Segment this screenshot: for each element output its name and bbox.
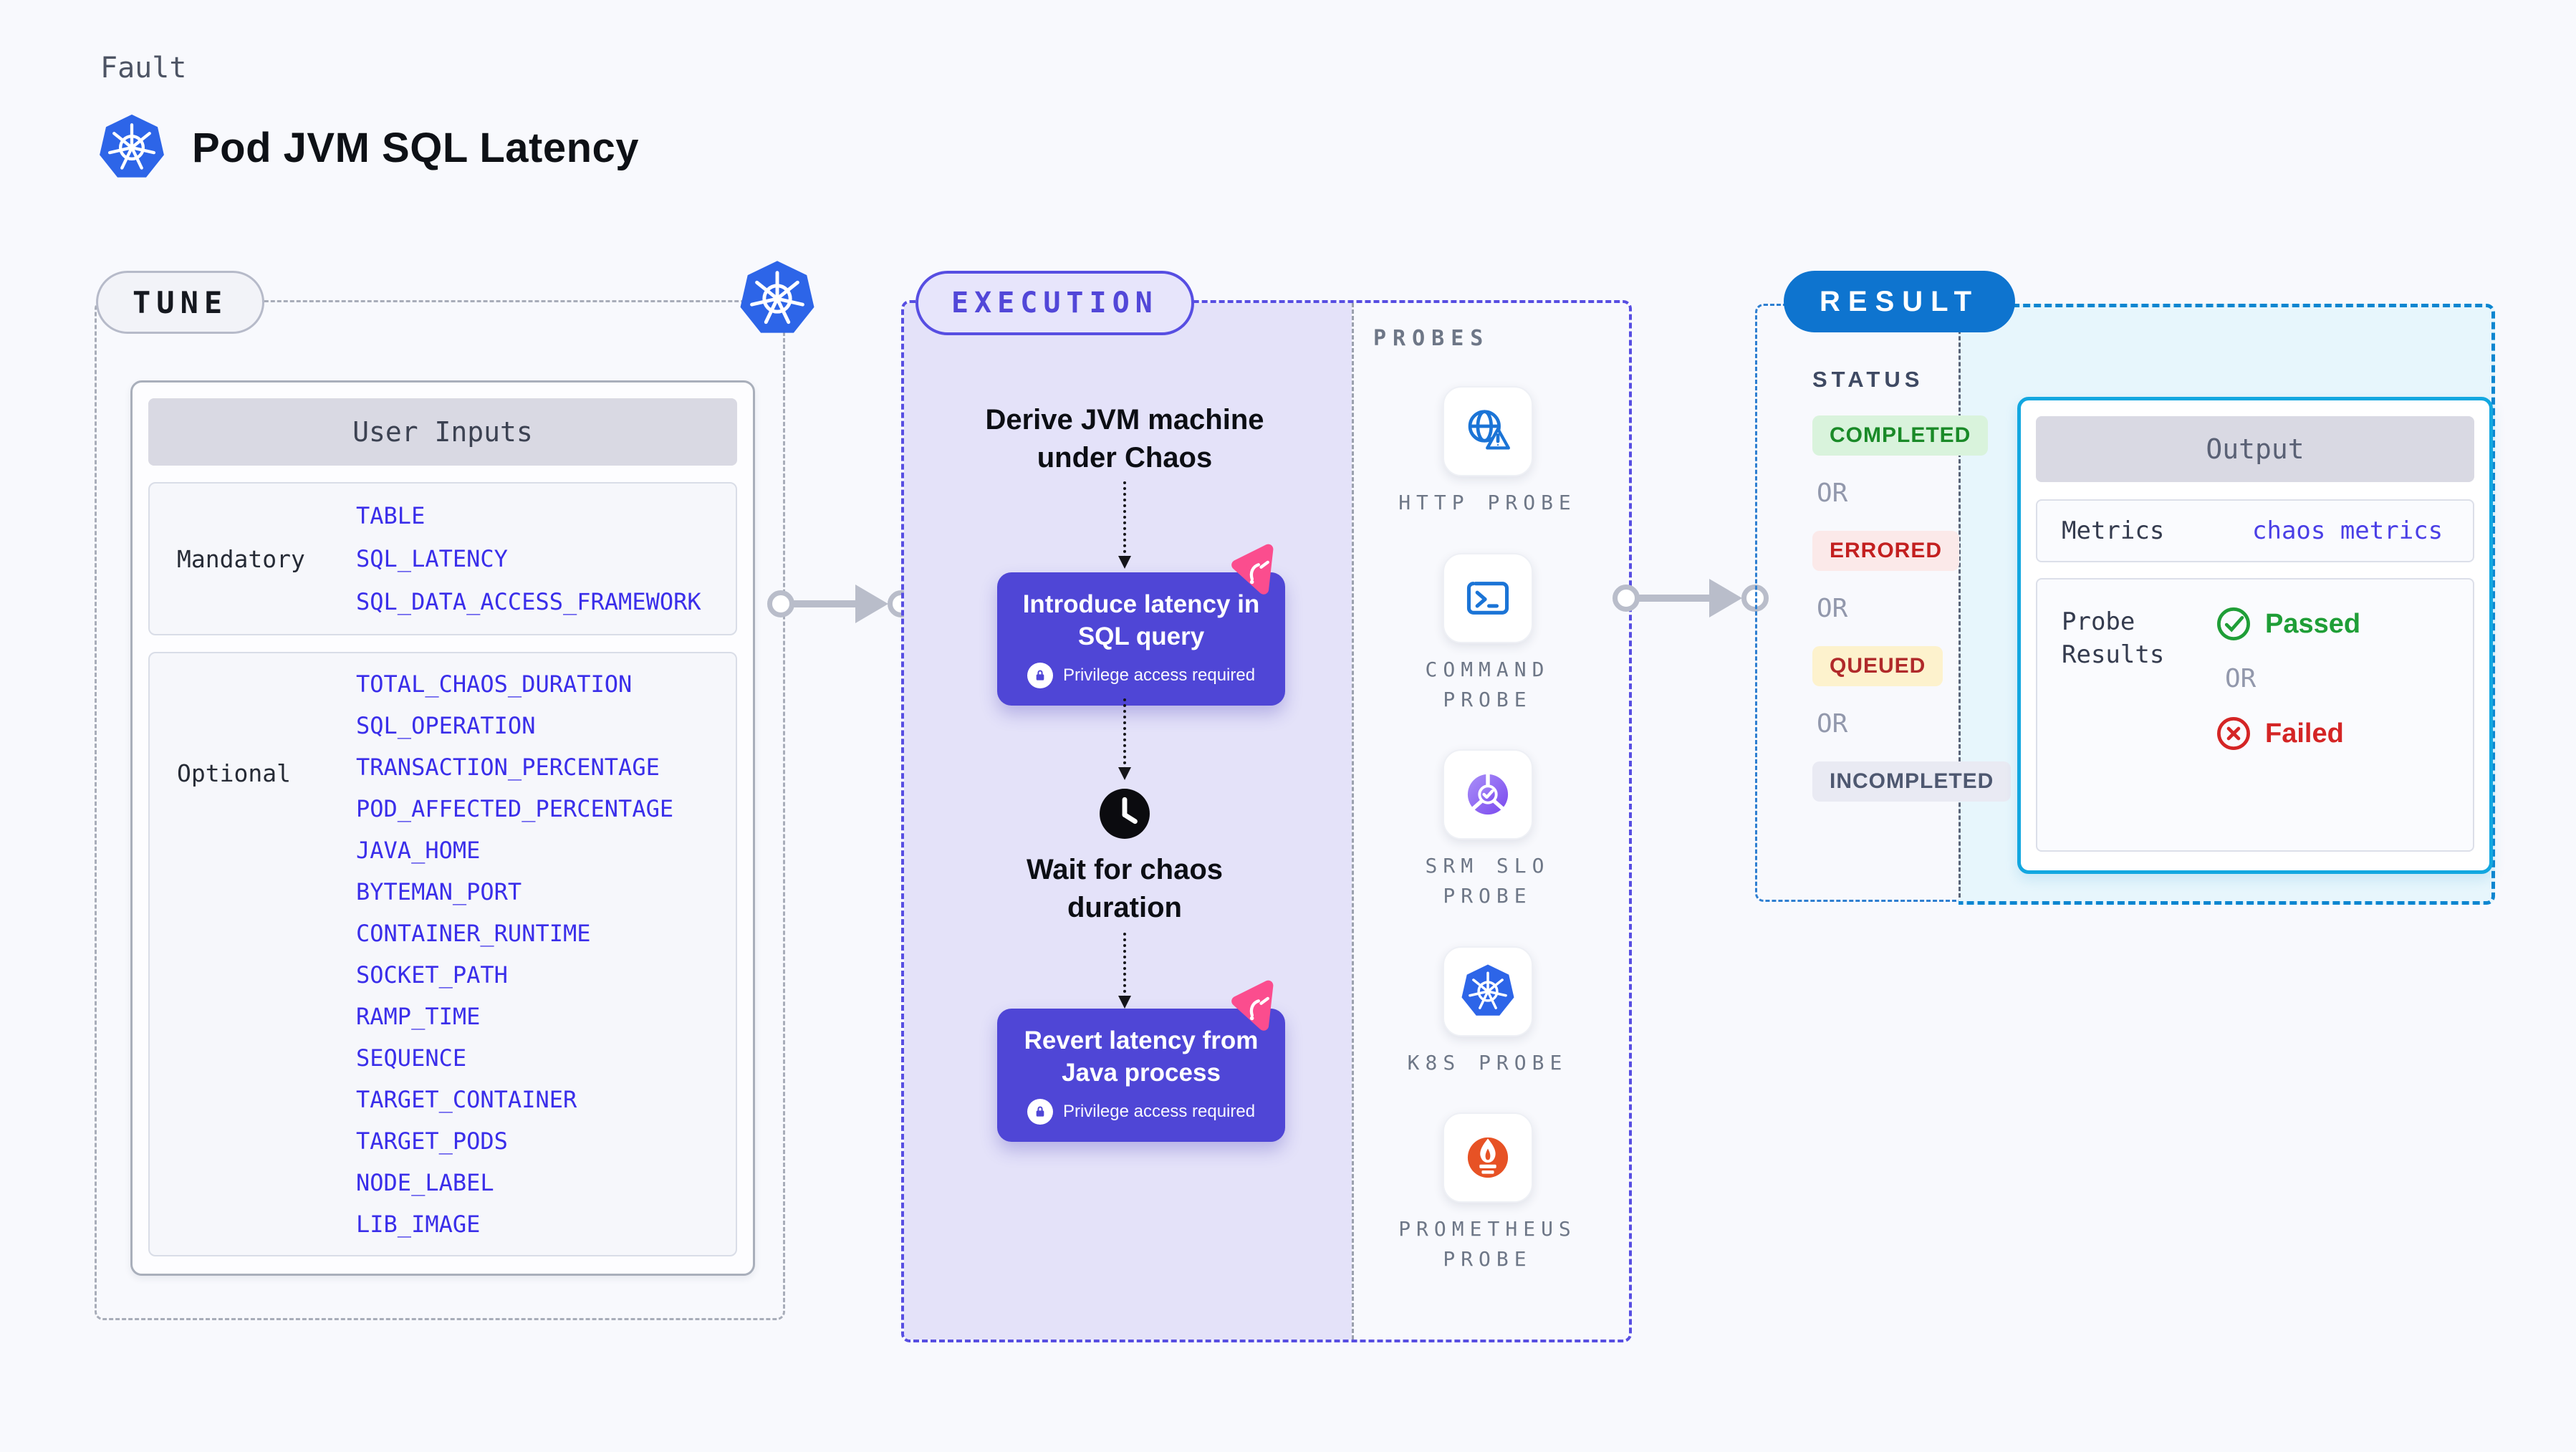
param-item: NODE_LABEL bbox=[356, 1169, 494, 1196]
revert-latency-text: Revert latency from Java process bbox=[1024, 1027, 1259, 1087]
status-list: COMPLETED OR ERRORED OR QUEUED OR INCOMP… bbox=[1812, 415, 2012, 802]
result-badge: RESULT bbox=[1784, 271, 2016, 332]
or-separator: OR bbox=[1817, 594, 1848, 623]
kubernetes-icon bbox=[1442, 946, 1533, 1037]
failed-label: Failed bbox=[2265, 718, 2344, 749]
user-inputs-title: User Inputs bbox=[148, 398, 737, 466]
status-badge-errored: ERRORED bbox=[1812, 531, 1960, 571]
param-item: TOTAL_CHAOS_DURATION bbox=[356, 670, 633, 698]
privilege-row: Privilege access required bbox=[1010, 663, 1272, 688]
probe-results-values: Passed OR Failed bbox=[2215, 605, 2360, 850]
privilege-text: Privilege access required bbox=[1062, 665, 1256, 685]
optional-param-list: TOTAL_CHAOS_DURATION SQL_OPERATION TRANSAC… bbox=[356, 653, 673, 1255]
param-item: POD_AFFECTED_PERCENTAGE bbox=[356, 795, 674, 822]
tune-section-box bbox=[95, 300, 785, 1320]
status-badge-queued: QUEUED bbox=[1812, 646, 1943, 686]
mandatory-param-list: TABLE SQL_LATENCY SQL_DATA_ACCESS_FRAMEWOR… bbox=[356, 484, 701, 634]
param-item: TARGET_PODS bbox=[356, 1128, 508, 1155]
param-item: SQL_LATENCY bbox=[356, 545, 508, 572]
fault-kicker: Fault bbox=[100, 52, 187, 85]
probes-heading: PROBES bbox=[1373, 326, 1490, 351]
param-item: LIB_IMAGE bbox=[356, 1211, 481, 1238]
param-item: SQL_DATA_ACCESS_FRAMEWORK bbox=[356, 588, 701, 615]
tune-to-execution-arrow bbox=[767, 585, 915, 623]
lock-icon bbox=[1027, 663, 1053, 688]
mandatory-label: Mandatory bbox=[177, 544, 305, 573]
status-heading: STATUS bbox=[1812, 367, 1924, 392]
execution-badge: EXECUTION bbox=[915, 271, 1194, 335]
param-item: JAVA_HOME bbox=[356, 837, 481, 864]
probe-item-http: HTTP PROBE bbox=[1380, 386, 1595, 518]
globe-warning-icon bbox=[1442, 386, 1533, 476]
optional-label: Optional bbox=[177, 759, 291, 787]
probe-item-srm-slo: SRM SLO PROBE bbox=[1380, 749, 1595, 911]
output-title: Output bbox=[2036, 416, 2474, 482]
metrics-value: chaos metrics bbox=[2252, 516, 2443, 545]
probe-item-command: COMMAND PROBE bbox=[1380, 552, 1595, 715]
chaos-icon bbox=[1223, 976, 1286, 1039]
optional-row: Optional TOTAL_CHAOS_DURATION SQL_OPERATI… bbox=[148, 652, 737, 1256]
introduce-latency-step: Introduce latency in SQL query Privilege… bbox=[997, 572, 1285, 706]
derive-step-text: Derive JVM machine under Chaos bbox=[985, 404, 1264, 473]
user-inputs-card: User Inputs Mandatory TABLE SQL_LATENCY SQ… bbox=[130, 380, 755, 1276]
metrics-row: Metrics chaos metrics bbox=[2036, 499, 2474, 562]
result-divider bbox=[1959, 304, 1961, 898]
flow-connector bbox=[1118, 933, 1131, 1009]
prometheus-flame-icon bbox=[1442, 1112, 1533, 1203]
param-item: SOCKET_PATH bbox=[356, 961, 508, 989]
probe-label: SRM SLO PROBE bbox=[1425, 854, 1550, 908]
tune-badge: TUNE bbox=[96, 271, 265, 334]
mandatory-row: Mandatory TABLE SQL_LATENCY SQL_DATA_ACCES… bbox=[148, 482, 737, 635]
privilege-row: Privilege access required bbox=[1010, 1099, 1272, 1125]
or-separator: OR bbox=[2225, 664, 2257, 693]
param-item: TABLE bbox=[356, 502, 426, 529]
introduce-latency-text: Introduce latency in SQL query bbox=[1022, 590, 1260, 650]
check-circle-icon bbox=[2217, 607, 2250, 640]
passed-label: Passed bbox=[2265, 608, 2361, 639]
failed-line: Failed bbox=[2215, 715, 2360, 752]
or-separator: OR bbox=[1817, 709, 1848, 739]
probe-label: PROMETHEUS PROBE bbox=[1398, 1217, 1577, 1271]
page-title: Pod JVM SQL Latency bbox=[192, 124, 640, 171]
param-item: SEQUENCE bbox=[356, 1044, 467, 1072]
probe-results-label: Probe Results bbox=[2062, 607, 2165, 669]
slo-gauge-icon bbox=[1442, 749, 1533, 840]
output-card: Output Metrics chaos metrics Probe Resul… bbox=[2017, 397, 2493, 874]
or-separator: OR bbox=[1817, 479, 1848, 508]
param-item: CONTAINER_RUNTIME bbox=[356, 920, 591, 947]
probe-label: HTTP PROBE bbox=[1398, 491, 1577, 514]
execution-to-result-arrow bbox=[1613, 579, 1769, 617]
flow-connector bbox=[1118, 481, 1131, 569]
lock-icon bbox=[1027, 1099, 1053, 1125]
page-header: Pod JVM SQL Latency bbox=[97, 113, 639, 182]
status-badge-completed: COMPLETED bbox=[1812, 415, 1989, 456]
probe-results-row: Probe Results Passed OR Failed bbox=[2036, 578, 2474, 852]
metrics-label: Metrics bbox=[2062, 516, 2165, 545]
probes-list: HTTP PROBE COMMAND PROBE bbox=[1349, 386, 1626, 1274]
chaos-icon bbox=[1223, 539, 1286, 602]
kubernetes-icon bbox=[97, 113, 166, 182]
param-item: TRANSACTION_PERCENTAGE bbox=[356, 754, 660, 781]
param-item: TARGET_CONTAINER bbox=[356, 1086, 577, 1113]
probe-label: COMMAND PROBE bbox=[1425, 657, 1550, 711]
execution-probes-divider bbox=[1352, 303, 1354, 1340]
clock-icon bbox=[1100, 789, 1150, 839]
status-badge-incompleted: INCOMPLETED bbox=[1812, 761, 2012, 802]
param-item: BYTEMAN_PORT bbox=[356, 878, 522, 905]
param-item: SQL_OPERATION bbox=[356, 712, 536, 739]
probe-item-k8s: K8S PROBE bbox=[1380, 946, 1595, 1078]
x-circle-icon bbox=[2217, 717, 2250, 750]
terminal-icon bbox=[1442, 552, 1533, 643]
privilege-text: Privilege access required bbox=[1062, 1102, 1256, 1121]
wait-step-text: Wait for chaos duration bbox=[1026, 854, 1224, 923]
kubernetes-icon bbox=[738, 259, 817, 338]
param-item: RAMP_TIME bbox=[356, 1003, 481, 1030]
flow-connector bbox=[1118, 698, 1131, 780]
probe-label: K8S PROBE bbox=[1407, 1050, 1568, 1074]
revert-latency-step: Revert latency from Java process Privile… bbox=[997, 1009, 1285, 1142]
probe-item-prometheus: PROMETHEUS PROBE bbox=[1380, 1112, 1595, 1274]
passed-line: Passed bbox=[2215, 605, 2360, 643]
